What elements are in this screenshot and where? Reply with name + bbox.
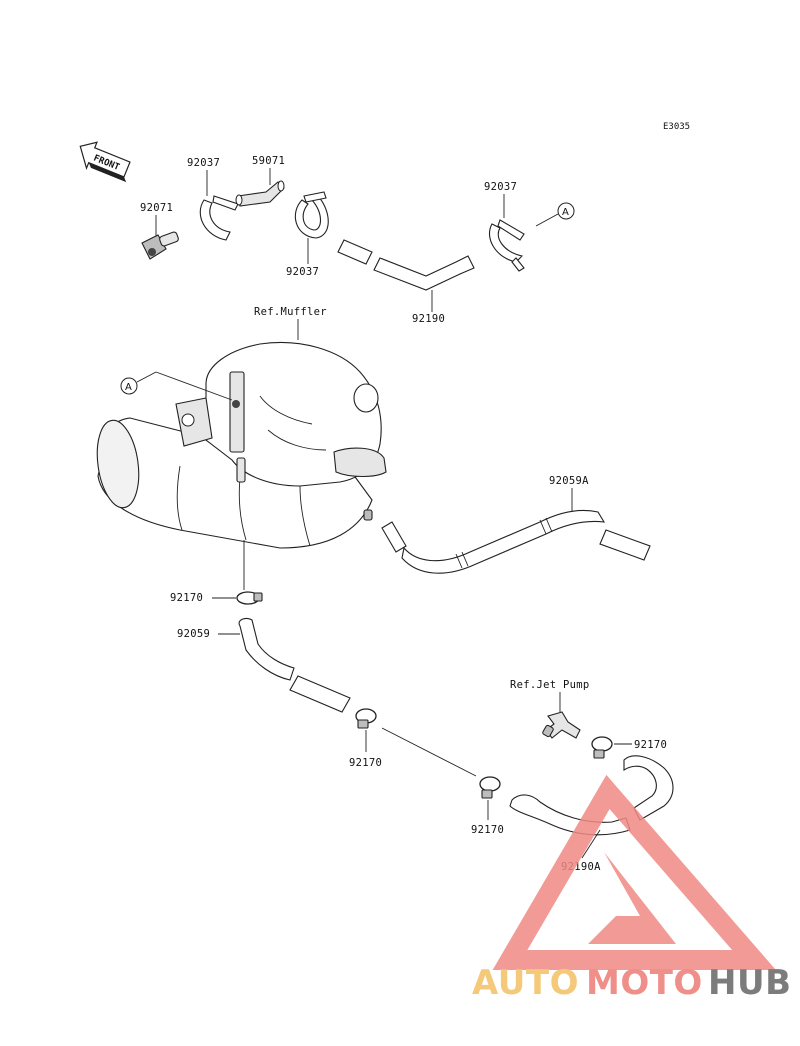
hose-92059 (238, 617, 351, 713)
label-92190: 92190 (412, 313, 445, 325)
clamp-92037-middle (294, 191, 329, 239)
label-92037-right: 92037 (484, 181, 517, 193)
clamp-92170-left (355, 708, 377, 729)
diagram-code: E3035 (663, 122, 690, 132)
label-92037-top-left: 92037 (187, 157, 220, 169)
clamp-92170-upper (236, 591, 263, 605)
label-92170-upper: 92170 (170, 592, 203, 604)
muffler-assembly (96, 341, 387, 549)
clamp-92037-top-left (199, 195, 239, 241)
svg-text:A: A (562, 207, 569, 218)
watermark-logo: AUTO MOTO HUB (472, 774, 791, 1003)
watermark-triangle-icon (492, 774, 776, 970)
ref-muffler: Ref.Muffler (254, 306, 327, 318)
svg-text:A: A (125, 382, 132, 393)
watermark-moto: MOTO (586, 963, 703, 1003)
label-92170-left: 92170 (349, 757, 382, 769)
clamp-92037-right (489, 219, 525, 272)
label-92170-right: 92170 (634, 739, 667, 751)
jet-pump-fitting (542, 711, 581, 739)
hose-92059a (381, 509, 651, 574)
label-92059a: 92059A (549, 475, 589, 487)
watermark-auto: AUTO (472, 963, 579, 1003)
label-92059: 92059 (177, 628, 210, 640)
front-arrow-icon: FRONT (79, 141, 131, 183)
ref-jet-pump: Ref.Jet Pump (510, 679, 589, 691)
clamp-92170-right (591, 736, 613, 759)
hose-92190 (337, 239, 475, 291)
label-92170-center: 92170 (471, 824, 504, 836)
fitting-92071 (141, 231, 179, 260)
label-92037-middle: 92037 (286, 266, 319, 278)
watermark-hub: HUB (708, 963, 791, 1003)
elbow-59071 (235, 180, 285, 207)
callout-a-top: A (535, 202, 575, 227)
label-92071: 92071 (140, 202, 173, 214)
clamp-92170-center (479, 776, 501, 799)
label-59071: 59071 (252, 155, 285, 167)
callout-a-left: A (120, 371, 233, 401)
